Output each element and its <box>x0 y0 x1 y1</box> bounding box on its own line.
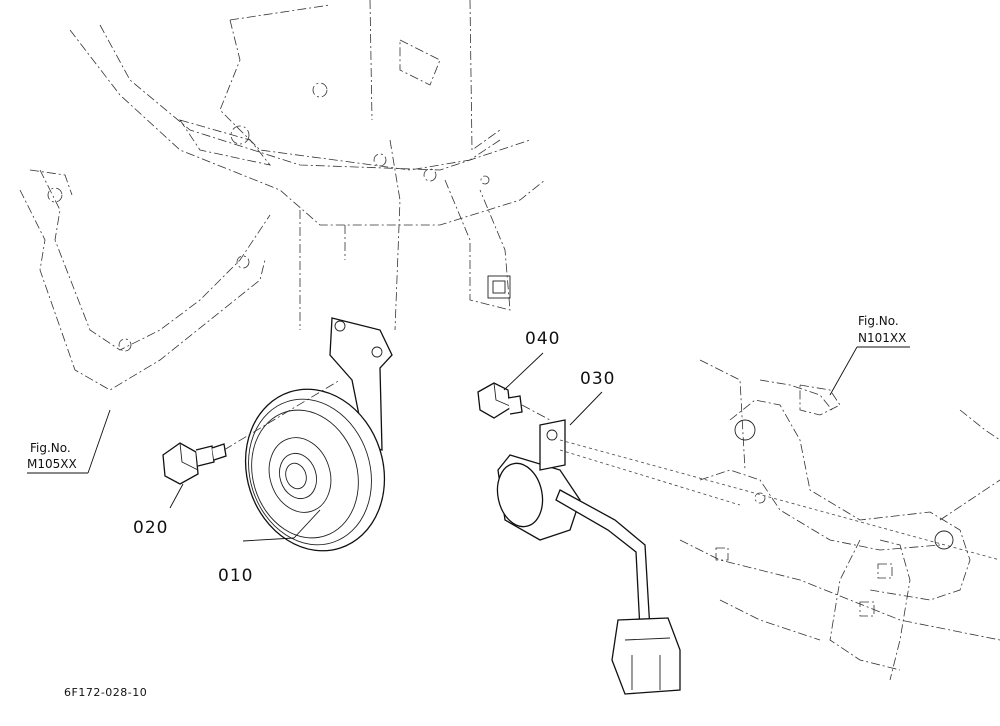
sensor-label: 030 <box>580 369 616 389</box>
right-fig-heading: Fig.No. <box>858 314 899 328</box>
horn <box>244 317 393 552</box>
bolt <box>162 379 341 485</box>
right-bracket <box>679 359 1000 681</box>
left-bracket <box>19 169 271 391</box>
horn-label: 010 <box>218 566 254 586</box>
left-fig-heading: Fig.No. <box>30 441 71 455</box>
drawing-code: 6F172-028-10 <box>64 686 148 699</box>
flange-bolt-label: 040 <box>525 329 561 349</box>
leader-lines <box>27 346 910 542</box>
left-fig-code[interactable]: M105XX <box>27 457 77 471</box>
frame-top <box>69 0 546 331</box>
right-fig-code[interactable]: N101XX <box>858 331 907 345</box>
flange-bolt <box>477 382 551 421</box>
sensor <box>496 419 1000 695</box>
bolt-label: 020 <box>133 518 169 538</box>
